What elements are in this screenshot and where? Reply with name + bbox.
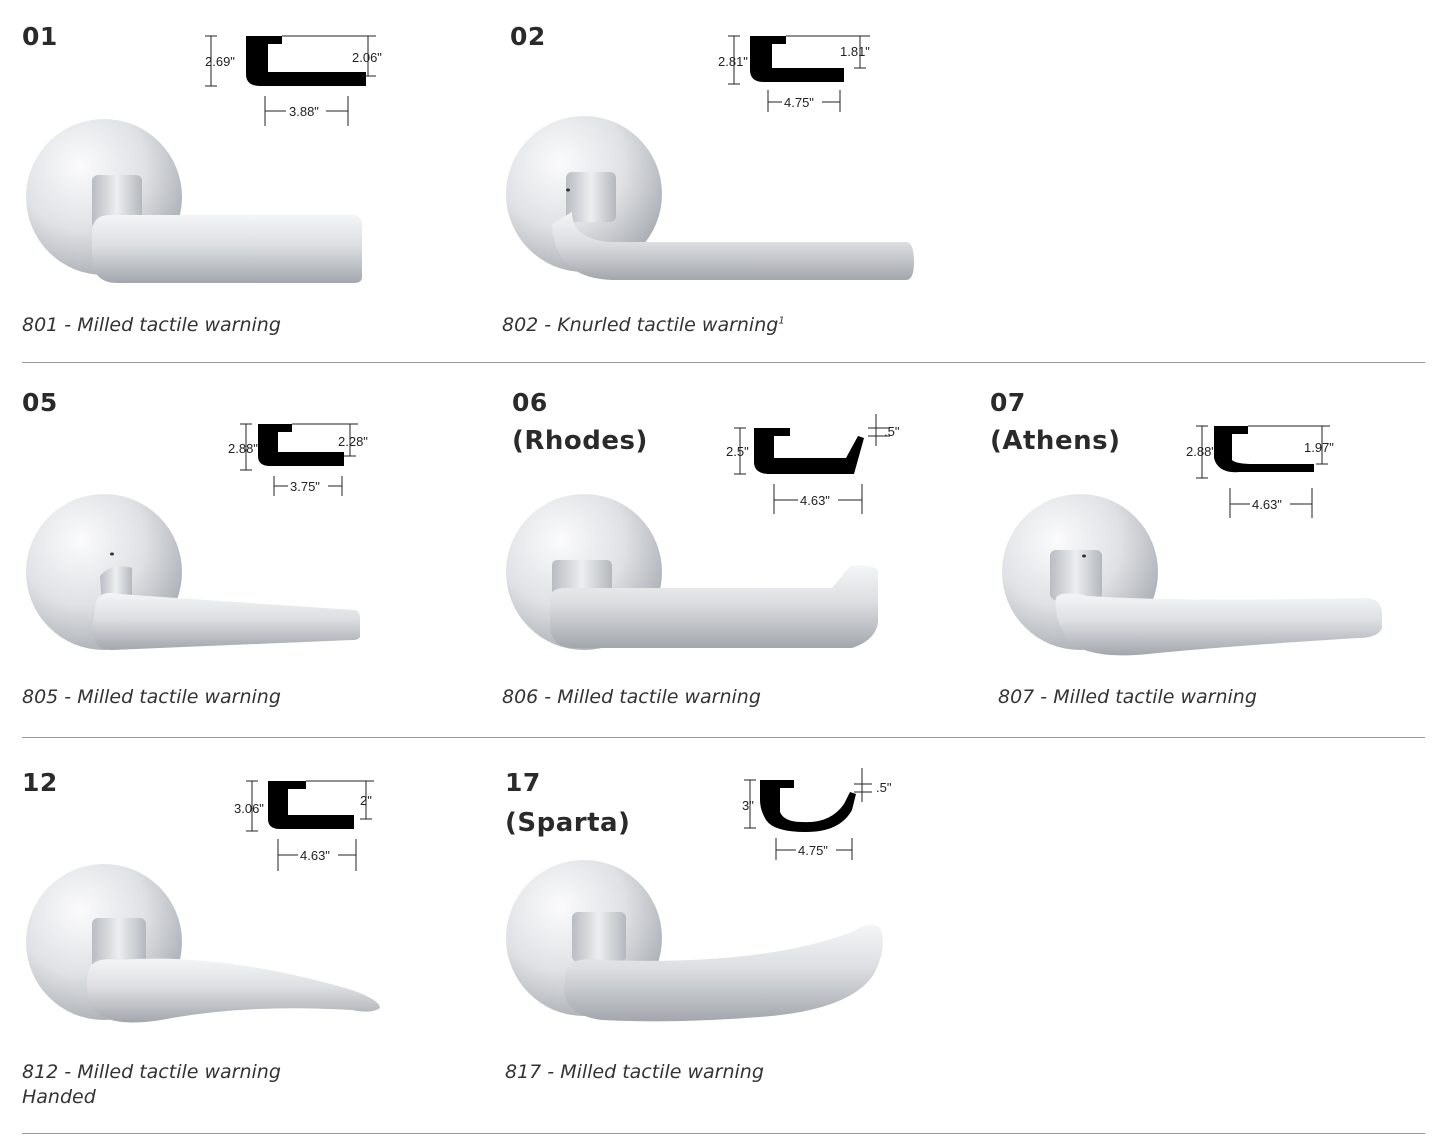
- dim-length: 4.63": [1252, 497, 1282, 512]
- lever-image: [506, 494, 878, 650]
- item-code: 07: [990, 388, 1026, 417]
- dim-drop: 2": [360, 793, 372, 808]
- dimension-diagram: 3" .5" 4.75": [742, 768, 892, 860]
- item-caption: 806 - Milled tactile warning: [502, 686, 761, 708]
- caption-text: 802 - Knurled tactile warning: [502, 314, 779, 336]
- item-caption-note: Handed: [22, 1086, 96, 1108]
- lever-image: [506, 860, 883, 1022]
- dim-drop: .5": [884, 424, 900, 439]
- row-divider: [22, 737, 1425, 738]
- lever-image: [1002, 494, 1382, 656]
- dim-drop: 1.81": [840, 44, 870, 59]
- dim-length: 3.75": [290, 479, 320, 494]
- dim-height: 2.5": [726, 444, 749, 459]
- dimension-diagram: 3.06" 2" 4.63": [234, 780, 374, 871]
- item-caption: 817 - Milled tactile warning: [505, 1061, 764, 1083]
- dim-length: 4.63": [300, 848, 330, 863]
- item-caption: 802 - Knurled tactile warning1: [502, 316, 785, 335]
- lever-image: [26, 494, 360, 650]
- caption-footnote: 1: [778, 315, 785, 327]
- dim-drop: 1.97": [1304, 440, 1334, 455]
- row-divider: [22, 362, 1425, 363]
- lever-image: [506, 116, 914, 280]
- dimension-diagram: 2.5" .5" 4.63": [726, 414, 900, 514]
- item-subtitle: (Sparta): [505, 808, 631, 838]
- item-code: 05: [22, 388, 58, 417]
- item-code: 06: [512, 388, 548, 417]
- lever-image: [26, 119, 362, 283]
- dim-drop: 2.28": [338, 434, 368, 449]
- dim-drop: 2.06": [352, 50, 382, 65]
- item-caption: 807 - Milled tactile warning: [998, 686, 1257, 708]
- lever-image: [26, 864, 380, 1023]
- item-code: 17: [505, 768, 541, 797]
- item-subtitle: (Rhodes): [512, 426, 648, 456]
- dim-height: 2.81": [718, 54, 748, 69]
- dim-height: 3": [742, 798, 754, 813]
- item-caption: 812 - Milled tactile warning: [22, 1061, 281, 1083]
- row-divider: [22, 1133, 1425, 1134]
- dim-height: 2.88": [228, 441, 258, 456]
- dim-length: 4.75": [784, 95, 814, 110]
- dim-length: 4.63": [800, 493, 830, 508]
- dimension-diagram: 2.81" 1.81" 4.75": [718, 35, 870, 112]
- item-caption: 805 - Milled tactile warning: [22, 686, 281, 708]
- item-code: 12: [22, 768, 58, 797]
- item-code: 01: [22, 22, 58, 51]
- dim-height: 2.69": [205, 54, 235, 69]
- dim-length: 3.88": [289, 104, 319, 119]
- dim-height: 3.06": [234, 801, 264, 816]
- dim-length: 4.75": [798, 843, 828, 858]
- dim-height: 2.88": [1186, 444, 1216, 459]
- dimension-diagram: 2.69" 2.06" 3.88": [205, 35, 382, 126]
- item-caption: 801 - Milled tactile warning: [22, 314, 281, 336]
- dim-drop: .5": [876, 780, 892, 795]
- item-subtitle: (Athens): [990, 426, 1121, 456]
- item-code: 02: [510, 22, 546, 51]
- dimension-diagram: 2.88" 1.97" 4.63": [1186, 425, 1334, 518]
- dimension-diagram: 2.88" 2.28" 3.75": [228, 423, 368, 496]
